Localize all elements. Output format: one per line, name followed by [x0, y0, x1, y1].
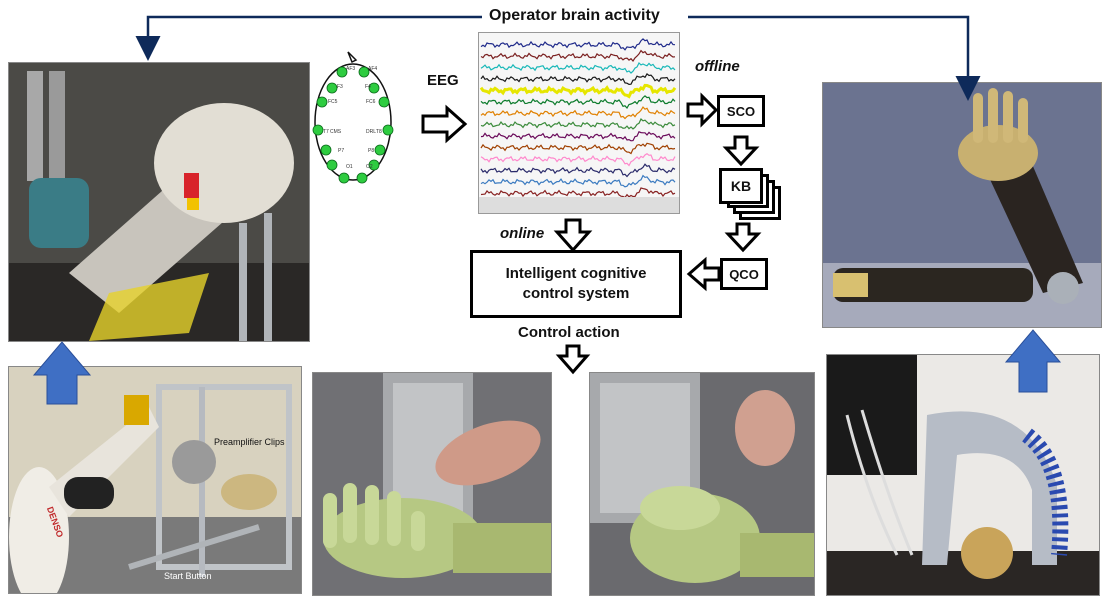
eeg-arrow	[421, 104, 468, 144]
electrode-dot	[382, 124, 394, 136]
electrode-dot	[358, 66, 370, 78]
sco-kb-arrow	[722, 135, 760, 167]
control-system-line1: Intelligent cognitive	[505, 265, 647, 282]
electrode-label: DRL	[366, 129, 376, 135]
qco-label: QCO	[729, 266, 759, 282]
soft-gripper-illustration	[827, 355, 1099, 595]
eeg-trace	[480, 38, 676, 51]
eeg-traces	[479, 38, 679, 213]
robot-lab-photo: Preamplifier Clips Start Button DENSO	[8, 366, 302, 594]
electrode-label: O2	[366, 164, 373, 170]
electrode-label: P8	[368, 148, 374, 154]
electrode-dot	[320, 144, 332, 156]
eeg-trace	[480, 95, 676, 110]
electrode-dot	[312, 124, 324, 136]
eeg-trace	[480, 152, 676, 167]
start-button-caption: Start Button	[164, 571, 212, 581]
electrode-dot	[338, 172, 350, 184]
electrode-dot	[368, 82, 380, 94]
electrode-label: FC6	[366, 99, 376, 105]
prosthetic-arm-photo	[822, 82, 1102, 328]
fist-hand-illustration	[590, 373, 814, 595]
electrode-label: P7	[338, 148, 344, 154]
electrode-head-map	[314, 51, 392, 181]
robot-arm-illustration	[9, 63, 309, 341]
electrode-dot	[316, 96, 328, 108]
electrode-label: T7	[323, 129, 329, 135]
qco-system-arrow	[686, 256, 721, 292]
electrode-label: CMS	[330, 129, 342, 135]
sco-label: SCO	[726, 103, 756, 119]
eeg-trace	[480, 142, 676, 155]
electrode-label: FC5	[328, 99, 338, 105]
eeg-trace	[480, 62, 676, 74]
electrode-dot	[356, 172, 368, 184]
offline-label: offline	[695, 58, 740, 75]
eeg-legend-bar	[479, 197, 679, 213]
fist-hand-photo	[589, 372, 815, 596]
electrode-dot	[368, 159, 380, 171]
electrode-dot	[378, 96, 390, 108]
sco-arrow	[686, 92, 719, 128]
open-hand-photo	[312, 372, 552, 596]
sco-block: SCO	[717, 95, 765, 127]
robot-arm-photo	[8, 62, 310, 342]
open-hand-illustration	[313, 373, 551, 595]
electrode-label: AF4	[368, 66, 377, 72]
soft-gripper-photo	[826, 354, 1100, 596]
prosthetic-arm-illustration	[823, 83, 1101, 327]
intelligent-control-system-box: Intelligent cognitive control system	[470, 250, 682, 318]
online-arrow	[553, 218, 593, 253]
robot-lab-illustration	[9, 367, 301, 593]
operator-brain-activity-label: Operator brain activity	[489, 7, 660, 24]
electrode-dot	[336, 66, 348, 78]
electrode-dot	[326, 82, 338, 94]
eeg-trace	[480, 106, 676, 120]
preamplifier-caption: Preamplifier Clips	[214, 437, 285, 447]
electrode-label: F3	[337, 84, 343, 90]
eeg-trace	[480, 72, 676, 86]
online-label: online	[500, 225, 545, 242]
eeg-label: EEG	[427, 72, 459, 89]
feedback-line-left	[135, 15, 482, 61]
qco-block: QCO	[720, 258, 768, 290]
control-action-arrow	[555, 344, 591, 375]
eeg-trace	[480, 131, 676, 142]
electrode-label: F4	[365, 84, 371, 90]
eeg-trace	[480, 187, 676, 199]
kb-block: KB	[719, 168, 763, 204]
eeg-trace	[480, 49, 676, 62]
control-action-label: Control action	[518, 324, 620, 341]
electrode-dot	[374, 144, 386, 156]
eeg-trace	[480, 118, 676, 130]
eeg-signal-panel	[478, 32, 680, 214]
kb-label: KB	[730, 178, 752, 194]
eeg-trace	[480, 163, 676, 178]
electrode-label: T8	[376, 129, 382, 135]
eeg-trace	[480, 174, 676, 188]
electrode-label: O1	[346, 164, 353, 170]
control-system-line2: control system	[522, 285, 630, 302]
electrode-label: AF3	[346, 66, 355, 72]
electrode-dot	[326, 159, 338, 171]
kb-qco-arrow	[724, 222, 762, 253]
eeg-trace	[479, 83, 677, 99]
